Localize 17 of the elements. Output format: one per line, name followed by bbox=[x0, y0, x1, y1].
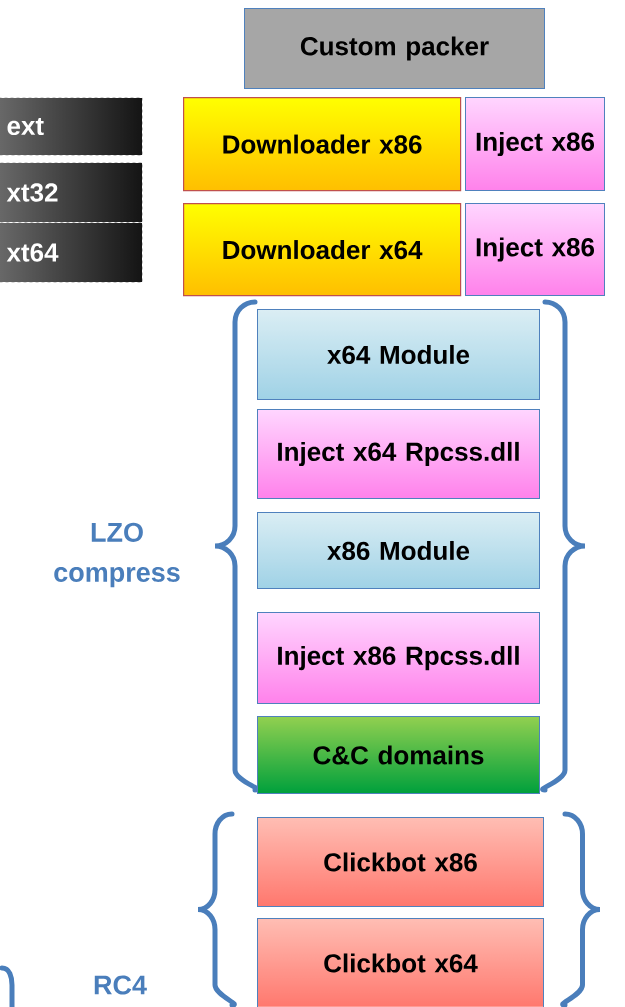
process-box: Clickbot x86 bbox=[257, 817, 544, 907]
process-box: Inject x86 Rpcss.dll bbox=[257, 612, 540, 704]
brace-label: RC4 bbox=[94, 975, 147, 995]
process-box: ext bbox=[0, 97, 143, 156]
process-box: Inject x86 bbox=[465, 97, 605, 191]
process-box: Downloader x86 bbox=[183, 97, 462, 192]
process-box: xt32 bbox=[0, 162, 143, 223]
brace-label: LZO compress bbox=[54, 522, 180, 588]
process-box: Inject x86 bbox=[465, 203, 605, 296]
process-box: x86 Module bbox=[257, 512, 540, 589]
process-box: xt64 bbox=[0, 222, 143, 283]
process-box: C&C domains bbox=[257, 716, 540, 794]
process-box: Custom packer bbox=[244, 8, 545, 89]
process-box: Downloader x64 bbox=[183, 203, 462, 297]
process-box: x64 Module bbox=[257, 309, 540, 400]
process-box: Clickbot x64 bbox=[257, 918, 544, 1007]
process-box: Inject x64 Rpcss.dll bbox=[257, 409, 540, 499]
